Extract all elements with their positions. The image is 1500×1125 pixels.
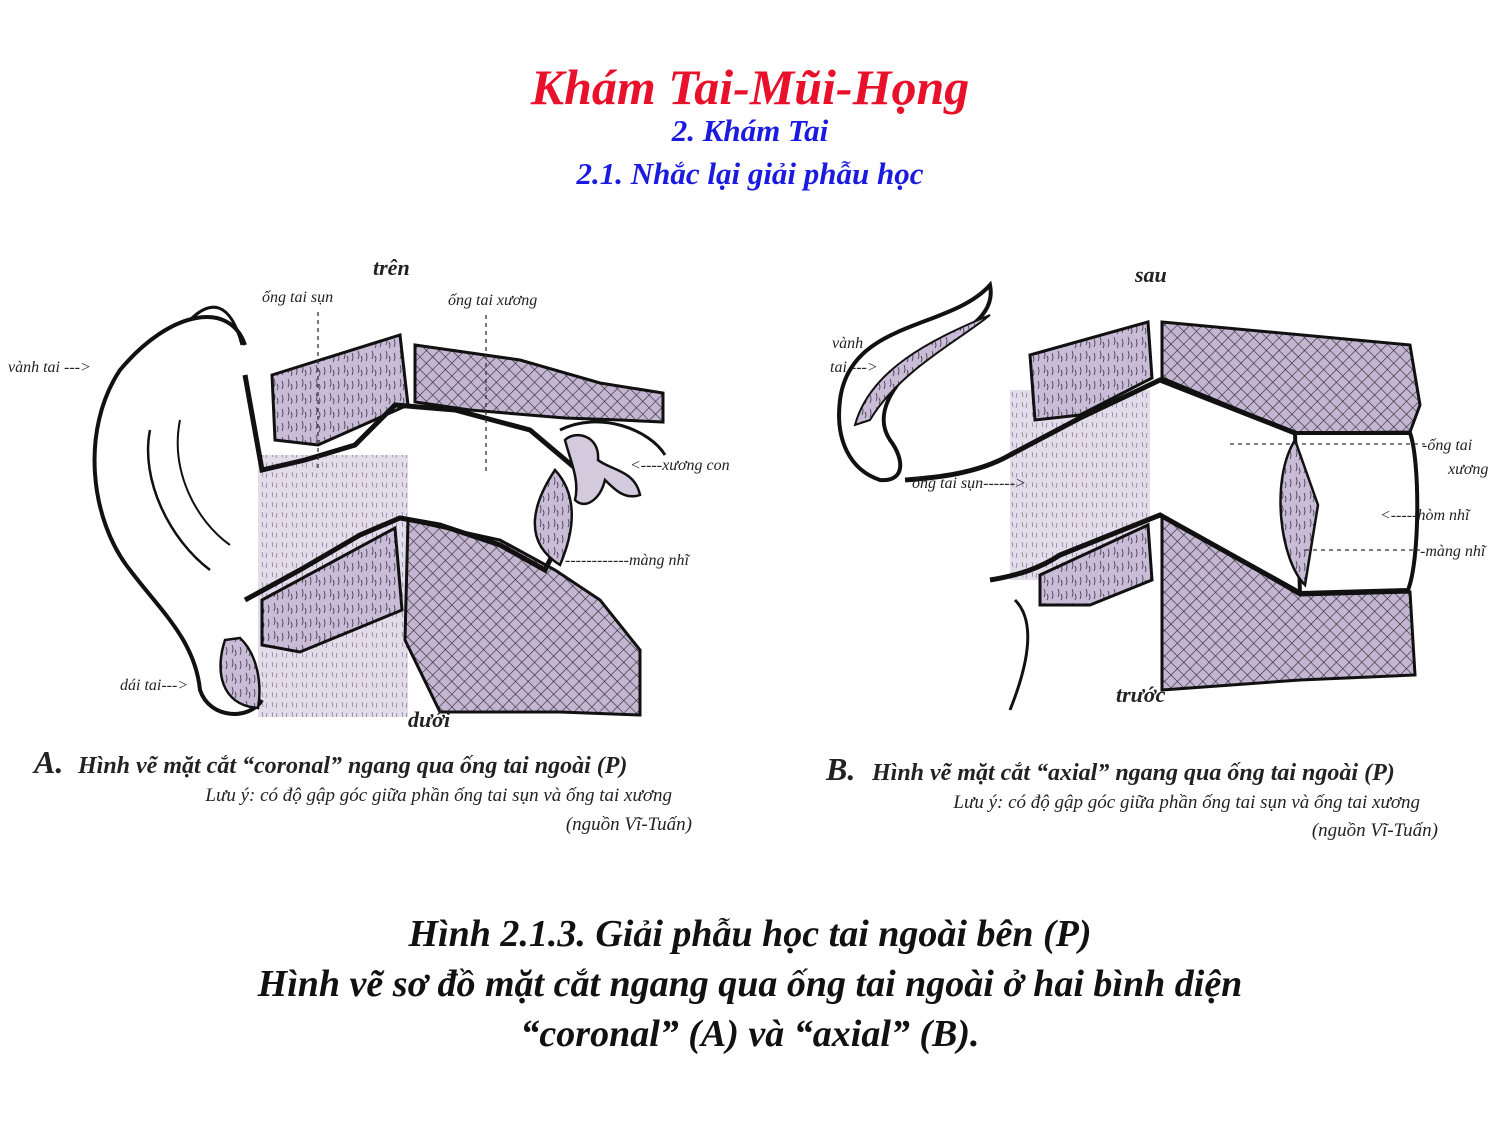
canal-upper-wall-a [242,374,577,474]
cartilage-lower-b [1038,522,1154,607]
eardrum-a [533,467,573,567]
label-bottom-b: trước [1116,682,1166,707]
canal-lower-wall-a [243,515,563,603]
ossicles-a [563,433,642,506]
label-bony-canal-b-2: xương [1447,461,1488,478]
figure-caption-line-1: Hình 2.1.3. Giải phẫu học tai ngoài bên … [408,913,1092,955]
coronal-section-drawing [92,305,667,717]
label-auricle-b-2: tai ---> [830,359,878,376]
auricle-cartilage-b [853,314,991,427]
section-title: 2. Khám Tai [671,113,829,148]
earlobe-a [219,636,261,710]
caption-letter-a: A. [32,744,63,780]
label-bony-canal-b-1: -ống tai [1422,437,1472,454]
label-auricle-a: vành tai ---> [8,359,91,376]
label-middle-ear-b: <-----hòm nhĩ [1380,507,1471,524]
label-top-b: sau [1134,262,1167,287]
caption-a: Hình vẽ mặt cắt “coronal” ngang qua ống … [77,753,627,779]
cartilage-upper-b [1028,320,1154,422]
label-auricle-b-1: vành [832,335,863,352]
figure-caption-line-3: “coronal” (A) và “axial” (B). [520,1013,980,1055]
caption-b: Hình vẽ mặt cắt “axial” ngang qua ống ta… [871,760,1395,786]
bone-upper-b [1160,320,1422,435]
auricle-outline-a [92,315,264,716]
axial-section-drawing [837,280,1425,711]
figure-caption-line-2: Hình vẽ sơ đồ mặt cắt ngang qua ống tai … [257,963,1243,1005]
eardrum-b [1279,437,1320,588]
label-ossicles-a: <----xương con [630,457,730,474]
label-bottom-a: dưới [408,707,451,732]
label-earlobe-a: dái tai---> [120,677,188,694]
caption-source-a: (nguồn Vĩ-Tuấn) [566,814,692,835]
subsection-title: 2.1. Nhắc lại giải phẫu học [576,156,924,191]
label-bony-canal-a: ống tai xương [448,292,537,309]
middle-ear-cavity-b [1292,431,1420,596]
label-eardrum-a: ------------màng nhĩ [565,552,690,569]
cartilage-upper-a [270,333,410,447]
caption-note-b: Lưu ý: có độ gập góc giữa phần ống tai s… [952,792,1420,813]
caption-source-b: (nguồn Vĩ-Tuấn) [1312,820,1438,841]
caption-note-a: Lưu ý: có độ gập góc giữa phần ống tai s… [204,785,672,806]
canal-lower-wall-b [989,512,1302,596]
label-eardrum-b: -màng nhĩ [1420,543,1487,560]
label-cartilage-canal-a: ống tai sụn [262,289,333,306]
label-top-a: trên [373,255,410,280]
caption-letter-b: B. [825,751,855,787]
cartilage-lower-a [260,525,404,654]
page-title: Khám Tai-Mũi-Họng [530,59,970,115]
canal-upper-wall-b [904,377,1296,483]
label-cartilage-canal-b: ống tai sụn------> [912,475,1026,492]
auricle-outline-b [837,280,993,483]
bone-upper-a [413,343,665,424]
bone-lower-a [403,518,642,717]
